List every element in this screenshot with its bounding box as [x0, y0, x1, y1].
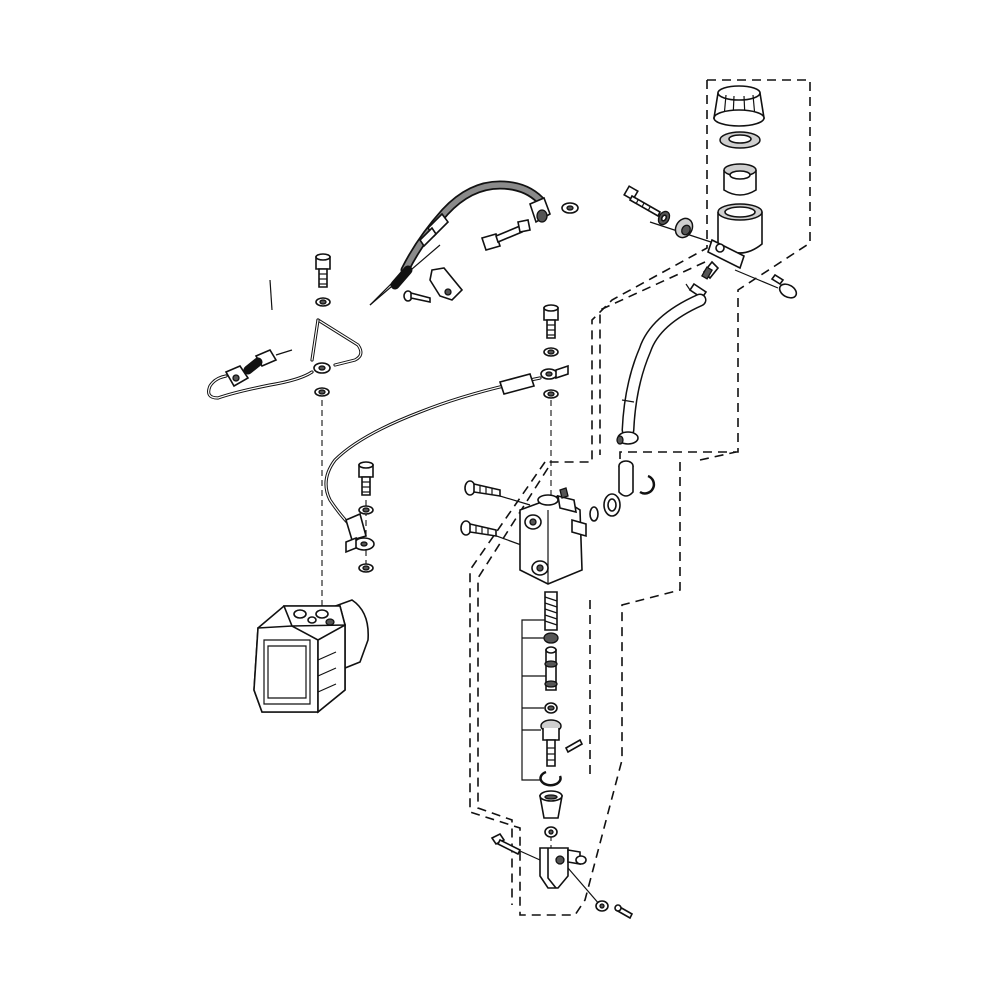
o-ring-small [589, 506, 599, 522]
union-washer-middle-top [543, 347, 559, 357]
union-bolt-abs [358, 461, 374, 496]
lock-nut [544, 826, 558, 838]
push-rod-collar [540, 719, 562, 741]
union-washer-left-top [315, 297, 331, 307]
abs-pipe-fitting [345, 512, 367, 541]
abs-hydraulic-unit [253, 599, 369, 714]
brake-hose-caliper [369, 180, 545, 306]
reservoir-diaphragm [723, 163, 757, 196]
banjo-fitting-abs [345, 536, 375, 554]
clevis [539, 847, 581, 889]
union-washer-abs-bottom [358, 563, 374, 573]
union-washer-left-bottom [314, 387, 330, 397]
union-washer-abs-top [358, 505, 374, 515]
banjo-fitting-middle [540, 364, 569, 380]
circlip [639, 474, 656, 495]
internal-parts-bracket [521, 619, 546, 781]
clevis-bolt [490, 832, 522, 856]
banjo-fitting-left [313, 362, 331, 374]
hose-clamp-bottom [616, 431, 639, 445]
reservoir-hose [621, 293, 707, 437]
union-bolt-middle [543, 304, 559, 339]
brake-line-fitting [243, 348, 293, 375]
hose-banjo-upper [529, 196, 551, 224]
master-cylinder-mounting-bolt-upper [464, 480, 501, 497]
reservoir-screw [770, 273, 798, 299]
union-washer-middle-bottom [543, 389, 559, 399]
hose-bracket [429, 267, 464, 301]
hose-union-washer [561, 202, 579, 214]
reservoir-grommet [674, 217, 694, 239]
assembly-outline-reservoir [545, 79, 811, 463]
reservoir-hose-fitting [701, 260, 720, 280]
master-cylinder-piston [544, 646, 558, 691]
dust-boot [539, 790, 563, 819]
clevis-nut [575, 855, 587, 865]
hose-union-bolt [480, 219, 531, 251]
snap-ring [539, 770, 562, 787]
reservoir-tank [707, 203, 763, 270]
brake-pipe [324, 373, 542, 532]
hose-bracket-bolt [403, 290, 431, 303]
master-cylinder-spring [544, 591, 558, 631]
primary-cup [543, 632, 559, 644]
master-cylinder-mounting-bolt-lower [460, 520, 497, 537]
reservoir-cap [713, 85, 765, 127]
union-bolt-left [315, 253, 331, 288]
brake-line-loop [207, 318, 363, 400]
push-rod [546, 739, 556, 767]
hose-seal-ring [603, 493, 621, 517]
push-rod-pin [564, 738, 584, 754]
secondary-cup [544, 702, 558, 714]
brake-line-joint-block [224, 365, 250, 388]
clevis-washer [595, 900, 609, 912]
reservoir-diaphragm-plate [719, 131, 761, 149]
reservoir-mounting-bolt [623, 185, 662, 218]
cotter-pin [614, 904, 634, 920]
hose-joint [618, 460, 634, 497]
reservoir-washer [657, 210, 671, 226]
master-cylinder-body [519, 487, 587, 585]
